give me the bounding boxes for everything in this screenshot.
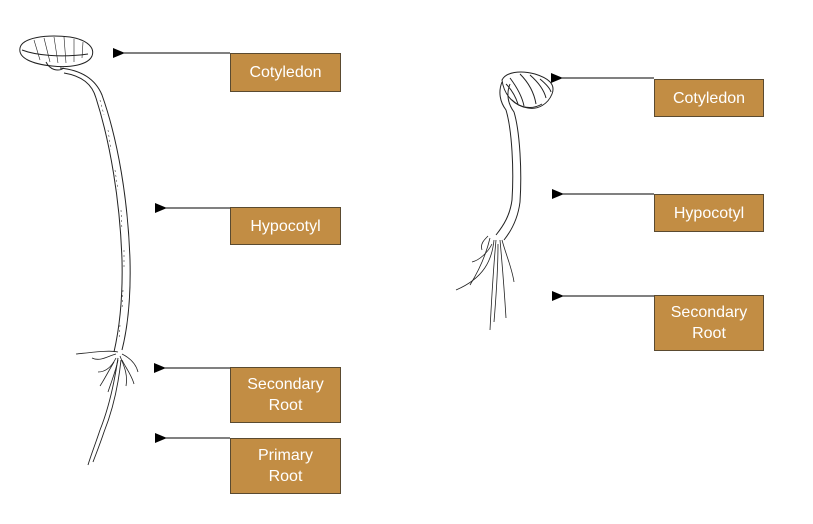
right-hypocotyl-drawing: [495, 81, 522, 241]
label-left-hypocotyl: Hypocotyl: [230, 207, 341, 245]
label-left-secondary-root: Secondary Root: [230, 367, 341, 423]
left-primary-root-drawing: [87, 357, 122, 466]
right-secondary-roots-drawing: [455, 235, 515, 331]
left-secondary-roots-drawing: [75, 350, 139, 393]
label-right-hypocotyl: Hypocotyl: [654, 194, 764, 232]
left-cotyledon-drawing: [19, 35, 94, 71]
label-left-primary-root: Primary Root: [230, 438, 341, 494]
left-arrows: [113, 48, 230, 443]
left-seedling-illustration: [19, 35, 139, 466]
label-right-cotyledon: Cotyledon: [654, 79, 764, 117]
right-cotyledon-drawing: [501, 71, 554, 109]
label-right-secondary-root: Secondary Root: [654, 295, 764, 351]
right-arrows: [551, 73, 654, 301]
label-left-cotyledon: Cotyledon: [230, 53, 341, 92]
left-hypocotyl-drawing: [59, 67, 131, 353]
right-seedling-illustration: [455, 71, 554, 331]
